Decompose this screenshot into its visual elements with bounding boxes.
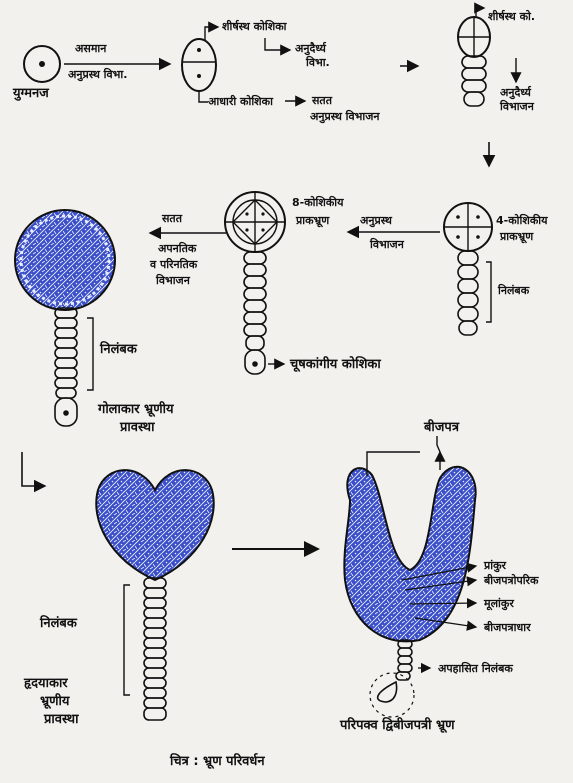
label-longitudinal-2b: विभाजन — [500, 100, 534, 113]
label-suspensor-2: निलंबक — [100, 342, 137, 357]
heart-suspensor — [144, 578, 166, 720]
label-suspensor-3: निलंबक — [40, 616, 77, 631]
label-epicotyl: बीजपत्रोपरिक — [484, 574, 539, 587]
label-apical-cell-2: शीर्षस्थ को. — [488, 10, 535, 23]
label-hypocotyl: बीजपत्राधार — [484, 621, 531, 634]
label-globular-stage: गोलाकार भ्रूणीय — [98, 402, 174, 417]
label-transverse-division: अनुप्रस्थ विभा. — [68, 68, 127, 81]
label-longitudinal-b: विभा. — [306, 56, 330, 69]
label-degenerated-suspensor: अपहासित निलंबक — [438, 662, 513, 675]
label-four-cell: 4-कोशिकीय — [496, 214, 548, 227]
label-division: विभाजन — [156, 274, 190, 287]
label-eight-cell-b: प्राकभ्रूण — [296, 214, 329, 227]
label-longitudinal: अनुदैर्ध्य — [295, 42, 326, 55]
label-plumule: प्रांकुर — [484, 559, 506, 572]
label-transverse-3b: विभाजन — [370, 238, 404, 251]
zygote — [24, 46, 60, 82]
filament-proembryo — [458, 17, 490, 106]
label-eight-cell: 8-कोशिकीय — [292, 196, 344, 209]
eight-celled-proembryo — [225, 192, 285, 252]
two-celled-proembryo — [182, 39, 216, 91]
label-radicle: मूलांकुर — [484, 597, 514, 610]
label-transverse-division-2: अनुप्रस्थ विभाजन — [310, 110, 380, 123]
heart-embryo — [96, 470, 213, 580]
label-continuous: सतत — [312, 94, 332, 107]
label-zygote: युग्मनज — [13, 86, 49, 101]
label-haustorial-cell: चूषकांगीय कोशिका — [290, 357, 381, 372]
globular-embryo — [15, 210, 115, 310]
mature-embryo — [344, 467, 475, 642]
label-longitudinal-2: अनुदैर्ध्य — [500, 86, 531, 99]
label-continuous-2: सतत — [162, 212, 182, 225]
label-unequal: असमान — [75, 42, 106, 55]
label-four-cell-b: प्राकभ्रूण — [500, 230, 533, 243]
label-basal-cell: आधारी कोशिका — [208, 95, 273, 108]
label-heart-stage-c: प्रावस्था — [44, 712, 78, 727]
eight-cell-suspensor — [244, 252, 266, 374]
figure-caption: चित्र : भ्रूण परिवर्धन — [170, 754, 265, 769]
label-periclinal: व परिनतिक — [150, 258, 197, 271]
label-heart-stage-b: भ्रूणीय — [40, 694, 69, 709]
label-globular-stage-b: प्रावस्था — [120, 420, 154, 435]
label-transverse-3: अनुप्रस्थ — [360, 214, 392, 227]
label-cotyledon: बीजपत्र — [424, 420, 459, 435]
globular-suspensor — [55, 308, 77, 426]
label-suspensor-1: निलंबक — [498, 284, 529, 297]
label-heart-stage: हृदयाकार — [24, 676, 68, 691]
label-apical-cell: शीर्षस्थ कोशिका — [222, 20, 287, 33]
four-celled-proembryo — [444, 203, 492, 251]
label-anticlinal: अपनतिक — [158, 242, 196, 255]
four-cell-suspensor — [458, 251, 478, 335]
label-mature-embryo: परिपक्व द्विबीजपत्री भ्रूण — [340, 718, 455, 733]
degenerated-suspensor — [370, 640, 414, 717]
